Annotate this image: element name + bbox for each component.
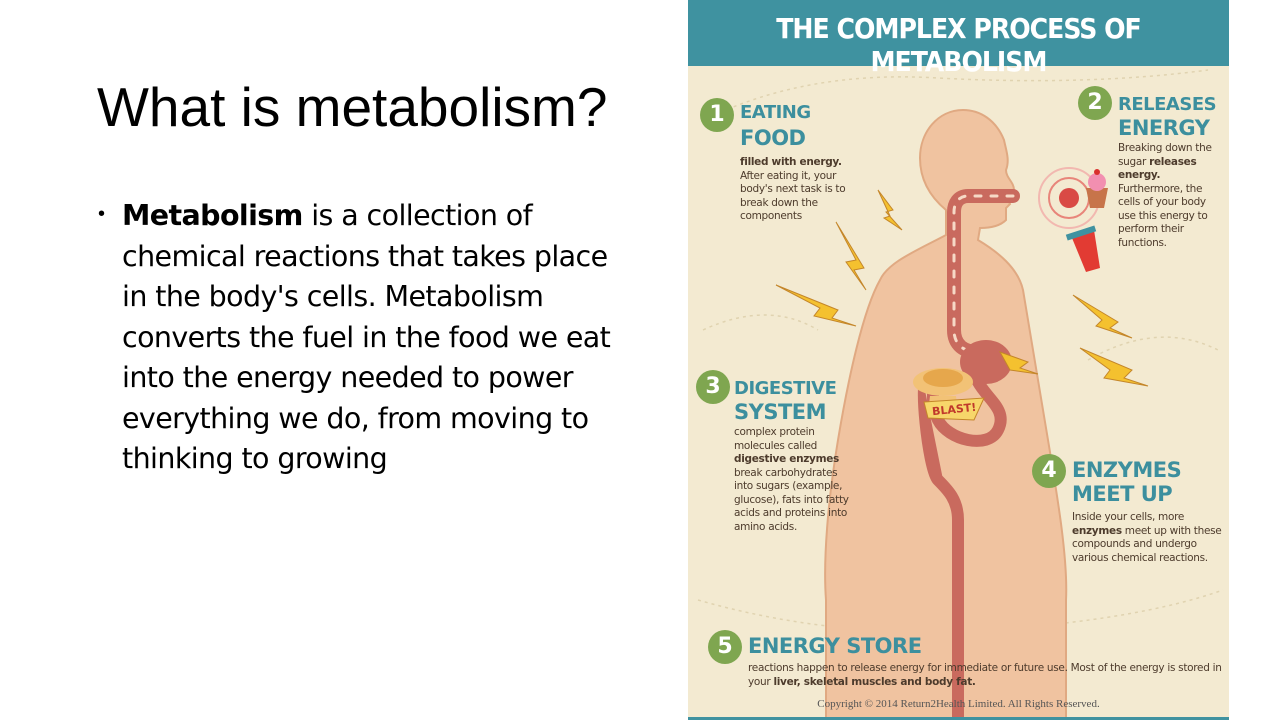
step-description: reactions happen to release energy for i… [748,662,1222,688]
slide-title: What is metabolism? [97,76,608,138]
bullet-description: is a collection of chemical reactions th… [122,199,611,475]
soda-cup-icon [1065,225,1100,272]
step-heading: RELEASES [1118,94,1217,115]
step-number-badge: 1 [700,98,734,132]
infographic-footer-bar [688,717,1229,720]
lightning-icon [877,189,903,231]
bullet-item: • Metabolism is a collection of chemical… [98,196,618,480]
step-description: Inside your cells, more enzymes meet up … [1072,511,1222,564]
digestive-tract-icon [917,189,1020,720]
lightning-icon [998,351,1039,375]
step-description: filled with energy. After eating it, you… [740,156,846,222]
step-description: Breaking down the sugar releases energy.… [1118,142,1212,249]
infographic-title: THE COMPLEX PROCESS OF METABOLISM [776,12,1142,78]
lightning-icon [775,284,857,327]
dotted-arc [697,589,1224,633]
step-heading: ENERGY STORE [748,634,922,658]
lightning-icon [835,221,867,291]
step-number-badge: 5 [708,630,742,664]
bullet-dot-icon: • [98,203,106,225]
step-heading: DIGESTIVE [734,378,837,399]
dotted-arc [1087,336,1219,361]
lightning-bolts [775,189,1149,387]
copyright-notice: Copyright © 2014 Return2Health Limited. … [817,698,1100,710]
step-heading: MEET UP [1072,482,1173,506]
body-illustration [697,69,1224,720]
bullet-text: Metabolism is a collection of chemical r… [122,196,618,480]
metabolism-infographic: THE COMPLEX PROCESS OF METABOLISM [688,0,1229,720]
step-heading: SYSTEM [734,400,827,424]
step-number-badge: 3 [696,370,730,404]
step-heading: FOOD [740,126,806,150]
infographic-header [688,0,1229,66]
step-number-badge: 2 [1078,86,1112,120]
dotted-arc [707,69,1209,119]
step-heading: ENZYMES [1072,458,1182,482]
step-description: complex protein molecules called digesti… [734,426,849,533]
blast-explosion-icon [913,368,985,421]
bullet-term: Metabolism [122,199,303,232]
lightning-icon [1079,347,1149,387]
step-number-badge: 4 [1032,454,1066,488]
step-heading: EATING [740,102,811,123]
step-heading: ENERGY [1118,116,1210,140]
lightning-icon [1072,294,1133,339]
dotted-arc [702,314,819,331]
target-cupcake-icon [1038,167,1108,229]
